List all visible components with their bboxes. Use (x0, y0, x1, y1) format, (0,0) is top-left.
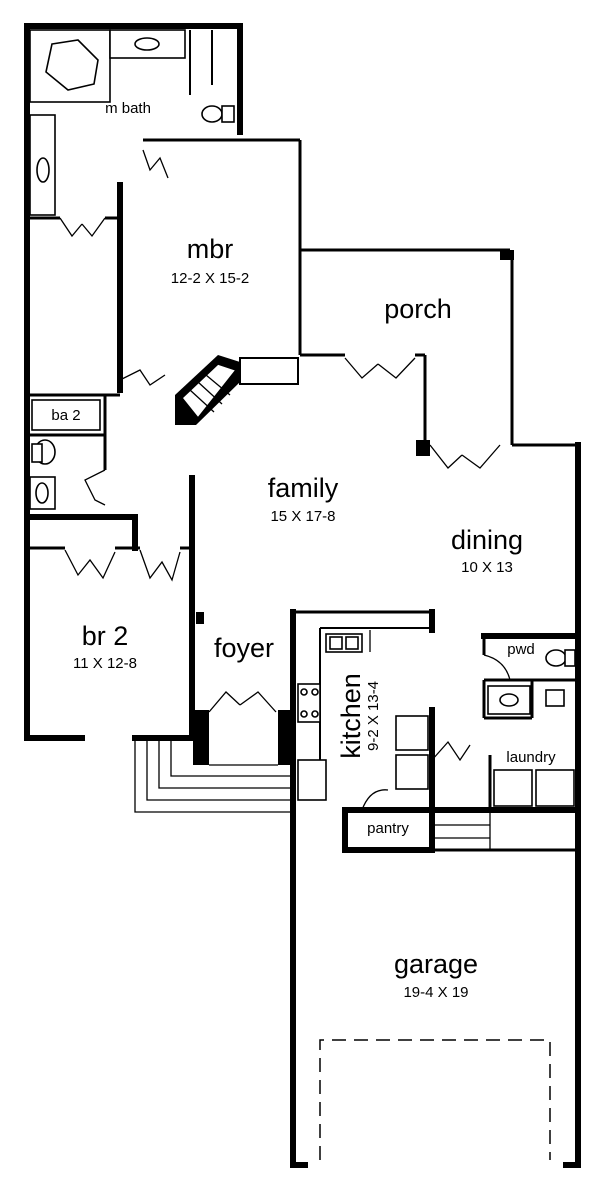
room-name-foyer: foyer (214, 633, 274, 663)
room-dims-dining: 10 X 13 (461, 559, 513, 576)
room-name-ba-2: ba 2 (51, 407, 80, 424)
room-name-pwd: pwd (507, 641, 535, 658)
fixtures (29, 29, 576, 807)
room-name-dining: dining (451, 525, 523, 555)
room-name-laundry: laundry (506, 749, 556, 766)
room-name-br-2: br 2 (82, 621, 129, 651)
room-name-pantry: pantry (367, 820, 409, 837)
room-name-kitchen: kitchen (336, 673, 366, 759)
walls (24, 23, 581, 1168)
garage-door (319, 1039, 551, 1160)
room-name-m-bath: m bath (105, 100, 151, 117)
room-name-mbr: mbr (187, 234, 234, 264)
doors (59, 149, 511, 811)
room-dims-garage: 19-4 X 19 (403, 984, 468, 1001)
room-dims-kitchen: 9-2 X 13-4 (365, 681, 382, 751)
room-dims-family: 15 X 17-8 (270, 508, 335, 525)
room-name-porch: porch (384, 294, 452, 324)
front-steps (134, 740, 293, 813)
room-name-garage: garage (394, 949, 478, 979)
room-dims-mbr: 12-2 X 15-2 (171, 270, 249, 287)
room-name-family: family (268, 473, 339, 503)
stair (175, 355, 299, 425)
room-dims-br-2: 11 X 12-8 (73, 655, 137, 672)
room-labels: m bath mbr 12-2 X 15-2 porch ba 2 family… (51, 100, 556, 1001)
